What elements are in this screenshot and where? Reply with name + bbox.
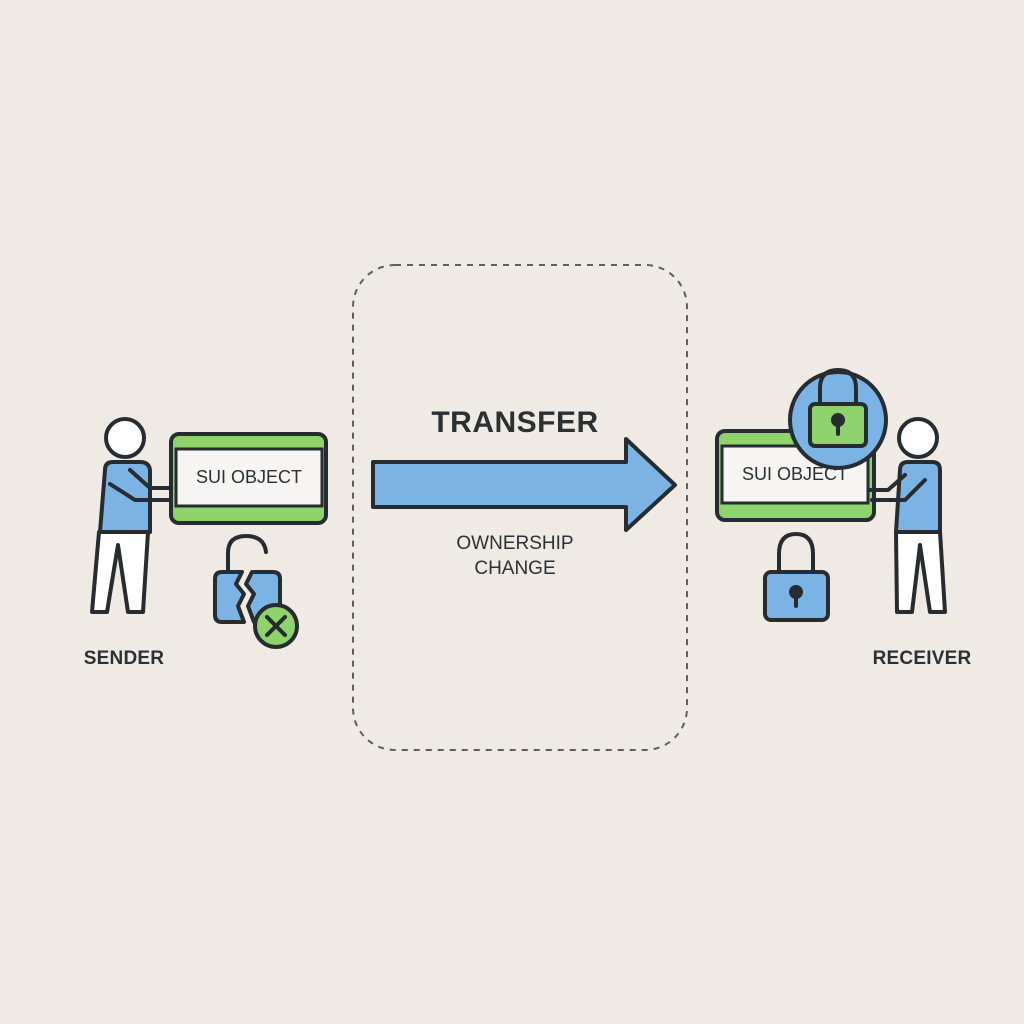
transfer-arrow-icon: [371, 437, 677, 532]
transfer-zone: [352, 264, 688, 751]
ownership-change-label: OWNERSHIP CHANGE: [456, 533, 574, 579]
sender-object-label: SUI OBJECT: [195, 467, 302, 487]
receiver-object-label: SUI OBJECT: [741, 464, 848, 484]
transfer-title: TRANSFER: [431, 406, 599, 439]
padlock-badge-icon: [788, 368, 888, 470]
sender-person-icon: [90, 417, 177, 614]
sender-label: SENDER: [83, 648, 165, 669]
receiver-label: RECEIVER: [872, 648, 972, 669]
x-circle-icon: [253, 603, 299, 649]
receiver-person-icon: [868, 417, 947, 614]
locked-padlock-icon: [763, 532, 830, 622]
sender-object-card: [169, 432, 328, 525]
